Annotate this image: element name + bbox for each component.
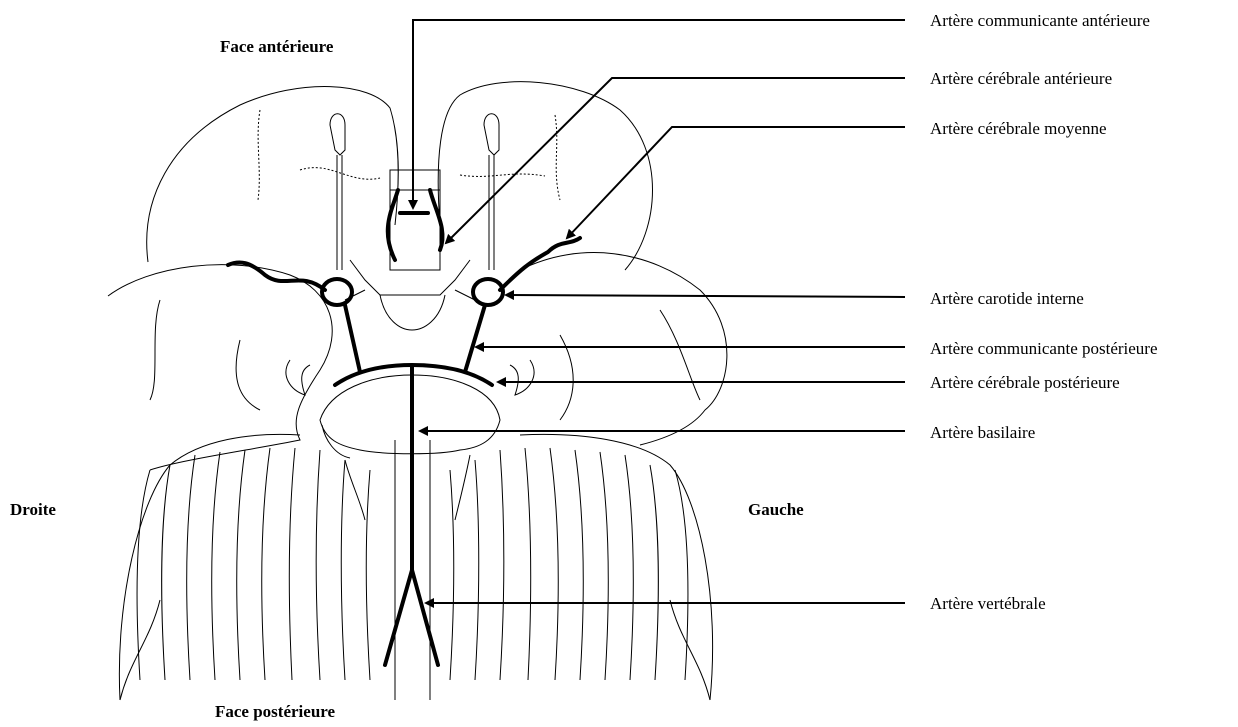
vertebral-artery-left: [412, 570, 438, 665]
internal-carotid-left: [473, 279, 503, 305]
label-anterior: Face antérieure: [220, 37, 333, 57]
label-communicante-posterieure: Artère communicante postérieure: [930, 339, 1158, 359]
olfactory-bulb-right: [330, 114, 345, 155]
label-right: Droite: [10, 500, 56, 520]
label-cerebrale-moyenne: Artère cérébrale moyenne: [930, 119, 1107, 139]
vertebral-artery-right: [385, 570, 412, 665]
anterior-cerebral-artery-right: [388, 190, 398, 260]
leader-lines: [413, 20, 905, 603]
brain-outline: [108, 82, 727, 700]
arteries: [228, 190, 580, 665]
label-carotide-interne: Artère carotide interne: [930, 289, 1084, 309]
label-basilaire: Artère basilaire: [930, 423, 1035, 443]
posterior-communicating-artery-right: [345, 305, 360, 372]
internal-carotid-right: [322, 279, 352, 305]
anterior-cerebral-artery-left: [430, 190, 443, 250]
posterior-communicating-artery-left: [465, 305, 485, 372]
label-cerebrale-posterieure: Artère cérébrale postérieure: [930, 373, 1120, 393]
label-left: Gauche: [748, 500, 804, 520]
frontal-lobe-left: [438, 82, 652, 270]
temporal-lobe-right: [108, 265, 332, 470]
leader-cerebrale-moyenne: [567, 127, 905, 238]
label-cerebrale-anterieure: Artère cérébrale antérieure: [930, 69, 1112, 89]
label-communicante-anterieure: Artère communicante antérieure: [930, 11, 1150, 31]
cerebellum: [119, 434, 712, 700]
olfactory-bulb-left: [484, 114, 499, 155]
label-posterior: Face postérieure: [215, 702, 335, 722]
frontal-lobe-right: [147, 87, 399, 262]
leader-communicante-anterieure: [413, 20, 905, 208]
leader-carotide-interne: [506, 295, 905, 297]
middle-cerebral-artery-left: [500, 238, 580, 290]
temporal-lobe-left: [520, 253, 727, 445]
label-vertebrale: Artère vertébrale: [930, 594, 1046, 614]
optic-chiasm: [350, 260, 470, 295]
leader-cerebrale-anterieure: [446, 78, 905, 243]
